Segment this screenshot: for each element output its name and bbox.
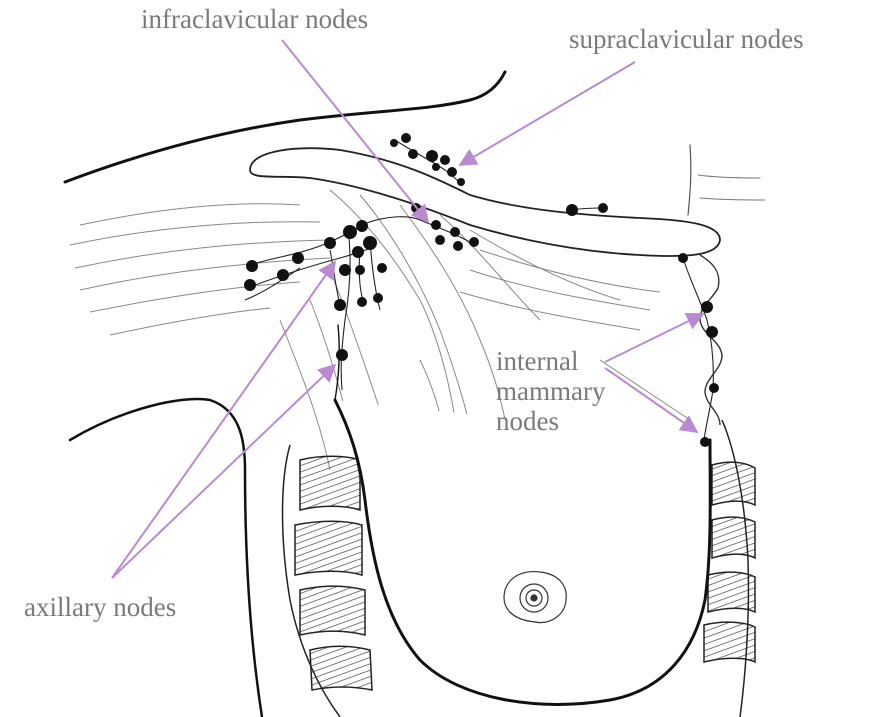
internal-mammary-arrow-lower (605, 368, 697, 432)
lymph-node (447, 167, 457, 177)
infraclavicular-node-cluster (411, 203, 479, 251)
lymph-node (469, 237, 479, 247)
lymph-node (355, 265, 365, 275)
infraclavicular-nodes-label: infraclavicular nodes (141, 4, 368, 34)
lymph-node (457, 178, 465, 186)
supraclavicular-arrow (460, 62, 635, 165)
internal-mammary-label-line: mammary (496, 376, 605, 406)
lymph-node (363, 236, 377, 250)
lymph-node (440, 155, 450, 165)
breast-outline (335, 400, 710, 704)
lymph-node (352, 246, 364, 258)
lymph-node (334, 299, 346, 311)
lymph-node (709, 383, 719, 393)
ribs-right (704, 420, 755, 717)
lymph-node (431, 220, 441, 230)
supraclavicular-nodes-label: supraclavicular nodes (569, 24, 804, 54)
supraclavicular-node-cluster (390, 133, 608, 216)
lymph-node (450, 227, 460, 237)
lymph-node (566, 204, 578, 216)
lymph-node (246, 260, 258, 272)
lymph-node (706, 326, 718, 338)
lymph-node (357, 297, 367, 307)
lymph-node (432, 163, 440, 171)
lymph-node (678, 253, 688, 263)
axillary-nodes-label: axillary nodes (24, 592, 176, 622)
infraclavicular-arrow (282, 40, 428, 222)
internal-mammary-label-line: internal (496, 346, 605, 376)
lymph-node (377, 263, 387, 273)
lymph-node (408, 149, 418, 159)
lymph-node (598, 203, 608, 213)
lymph-node (244, 279, 256, 291)
lymph-node (343, 225, 357, 239)
lymph-node (356, 220, 368, 232)
ribs-left (283, 445, 373, 717)
lymph-node (324, 237, 336, 249)
internal-mammary-nodes-label: internal mammary nodes (496, 346, 605, 436)
lymph-node (426, 150, 438, 162)
lymph-node (390, 139, 398, 147)
lymph-node (373, 293, 383, 303)
lymph-node (700, 437, 710, 447)
internal-mammary-arrow-upper (605, 314, 703, 362)
lymph-node (435, 235, 445, 245)
arm-contour (70, 399, 262, 717)
internal-mammary-label-line: nodes (496, 406, 605, 436)
lymph-node (292, 252, 304, 264)
internal-mammary-node-cluster (678, 253, 719, 447)
lymph-node (401, 133, 411, 143)
lymph-node (453, 241, 463, 251)
breast-lateral-edge (335, 325, 339, 400)
lymph-node (336, 349, 348, 361)
lymph-node (277, 269, 289, 281)
lymph-node (701, 301, 713, 313)
neck-right-contour (688, 145, 691, 215)
lymph-node (339, 264, 351, 276)
